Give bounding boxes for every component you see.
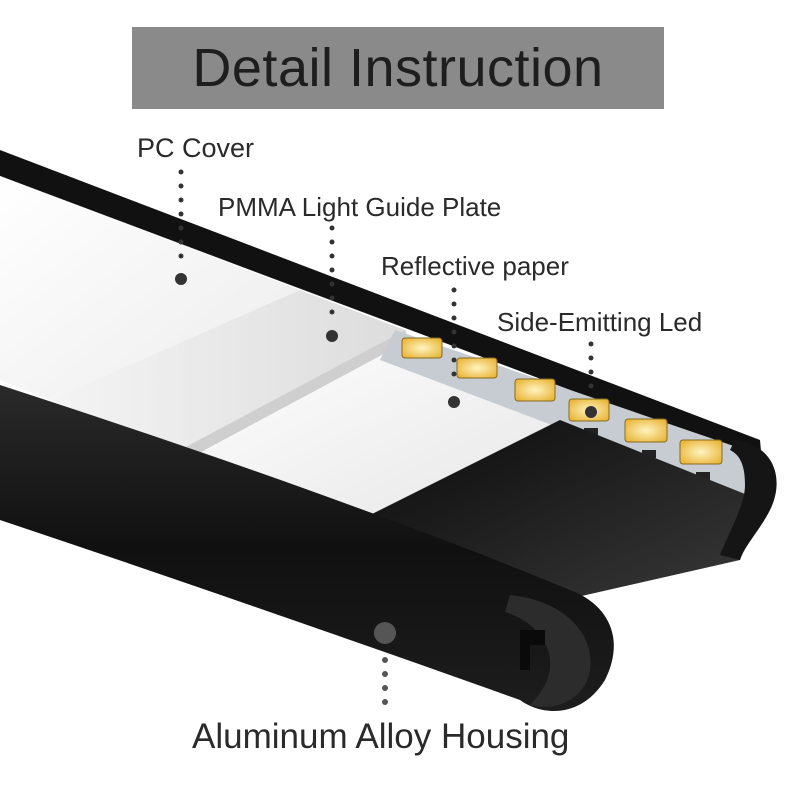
pmma-edge xyxy=(180,330,410,458)
housing-back-rail xyxy=(0,150,762,462)
resistor xyxy=(696,472,710,480)
resistor xyxy=(642,450,656,458)
led-chip xyxy=(624,418,668,443)
led-chip xyxy=(401,337,443,359)
housing-front-rail xyxy=(0,385,614,712)
resistor xyxy=(584,428,598,436)
leader-housing xyxy=(374,622,396,705)
leader-pmma xyxy=(326,225,338,342)
label-side-emitting-led: Side-Emitting Led xyxy=(497,307,703,337)
title-banner: Detail Instruction xyxy=(132,27,664,109)
label-pmma-plate: PMMA Light Guide Plate xyxy=(218,192,502,222)
leader-pc-cover xyxy=(175,169,187,285)
leader-led xyxy=(585,341,597,418)
pc-cover-surface xyxy=(0,176,300,400)
leader-reflective xyxy=(448,287,460,408)
led-row xyxy=(401,337,723,480)
label-aluminum-housing: Aluminum Alloy Housing xyxy=(192,717,570,756)
pmma-plate xyxy=(50,290,405,450)
led-chip xyxy=(456,357,498,379)
led-chip xyxy=(514,378,556,402)
housing-front-profile xyxy=(505,595,591,707)
housing-front-profile-slot xyxy=(520,630,545,670)
housing-end-cap xyxy=(720,440,777,560)
label-reflective-paper: Reflective paper xyxy=(381,251,569,281)
led-chip xyxy=(679,439,723,465)
label-pc-cover: PC Cover xyxy=(137,133,255,163)
page-title: Detail Instruction xyxy=(192,38,604,98)
